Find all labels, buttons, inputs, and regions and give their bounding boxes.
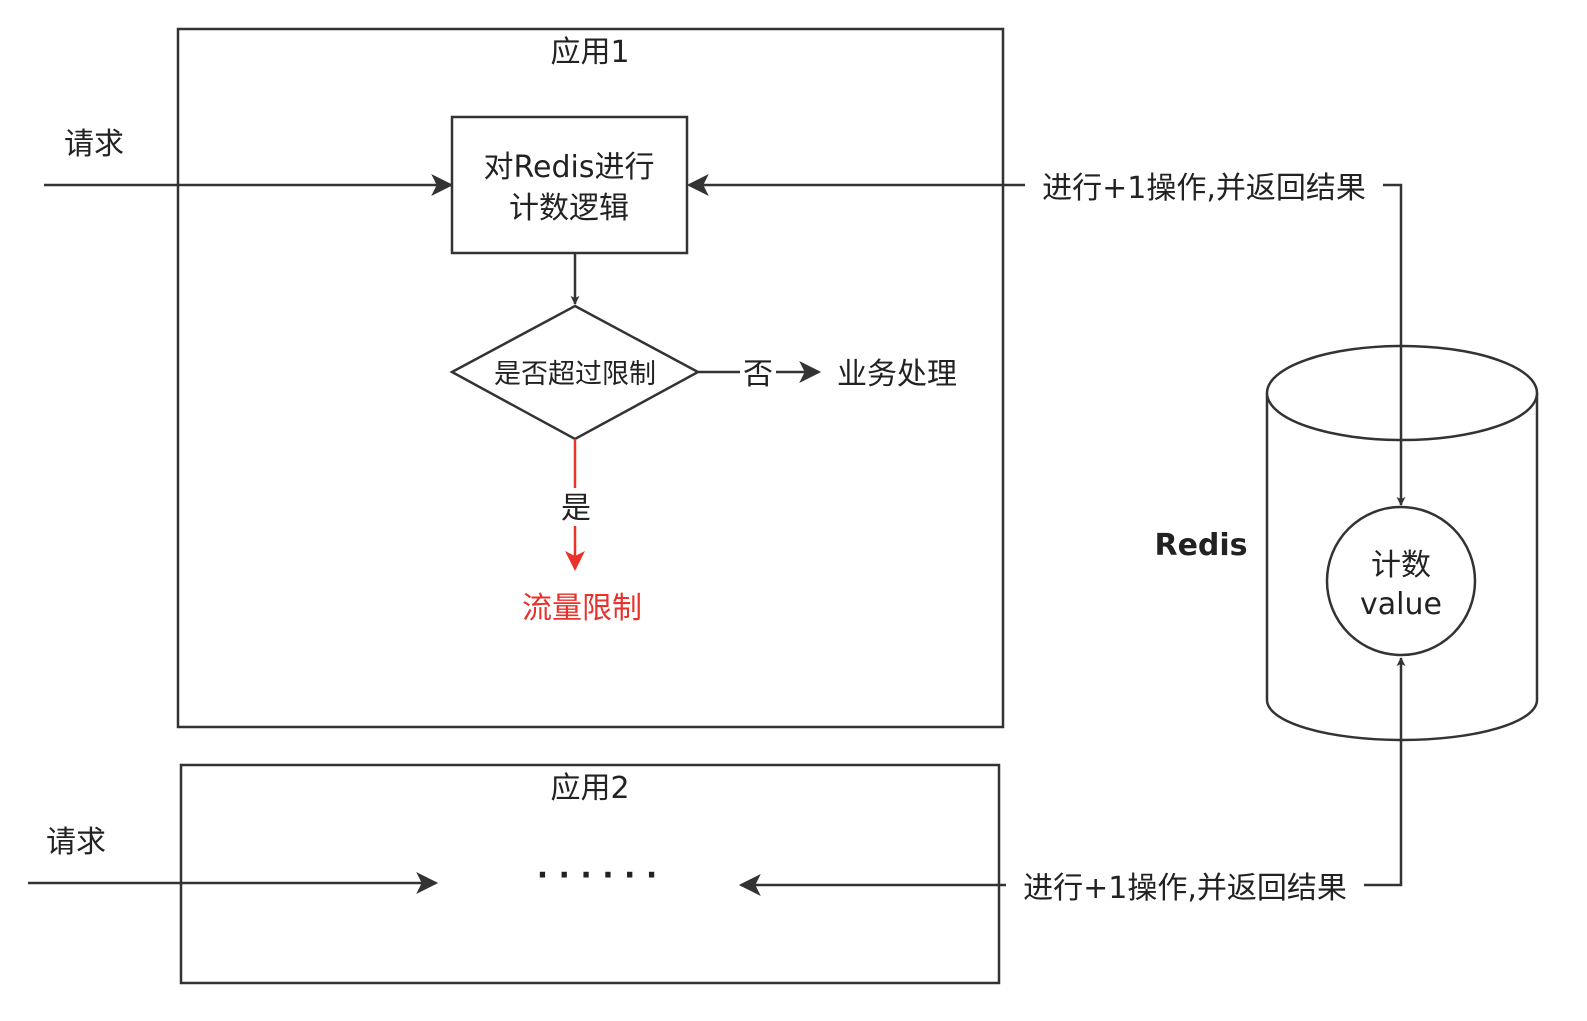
increment-connector-app1 bbox=[686, 174, 1406, 506]
counter-node-line1: 计数 bbox=[1371, 548, 1431, 583]
redis-count-logic-box bbox=[450, 115, 689, 255]
request-label-app1: 请求 bbox=[64, 127, 124, 162]
increment-label-bottom: 进行+1操作,并返回结果 bbox=[1023, 871, 1347, 906]
increment-label-top-bg bbox=[1025, 166, 1383, 206]
process-box-line1: 对Redis进行 bbox=[484, 150, 655, 185]
business-processing-label: 业务处理 bbox=[837, 357, 957, 392]
redis-label: Redis bbox=[1154, 528, 1247, 563]
process-box-line2: 计数逻辑 bbox=[509, 191, 629, 226]
app2-ellipsis: · · · · · · bbox=[537, 858, 658, 893]
app1-title: 应用1 bbox=[550, 35, 629, 70]
no-label: 否 bbox=[743, 357, 773, 392]
counter-value-node bbox=[1325, 505, 1477, 657]
request-label-app2: 请求 bbox=[46, 825, 106, 860]
yes-label-bg bbox=[556, 488, 596, 526]
counter-node-line2: value bbox=[1360, 587, 1442, 622]
decision-label: 是否超过限制 bbox=[494, 359, 656, 390]
increment-label-top: 进行+1操作,并返回结果 bbox=[1042, 171, 1366, 206]
increment-connector-app2 bbox=[738, 657, 1406, 896]
yes-label: 是 bbox=[561, 491, 591, 526]
app2-title: 应用2 bbox=[550, 771, 629, 806]
increment-label-bottom-bg bbox=[1006, 866, 1364, 906]
traffic-limit-label: 流量限制 bbox=[522, 591, 642, 626]
